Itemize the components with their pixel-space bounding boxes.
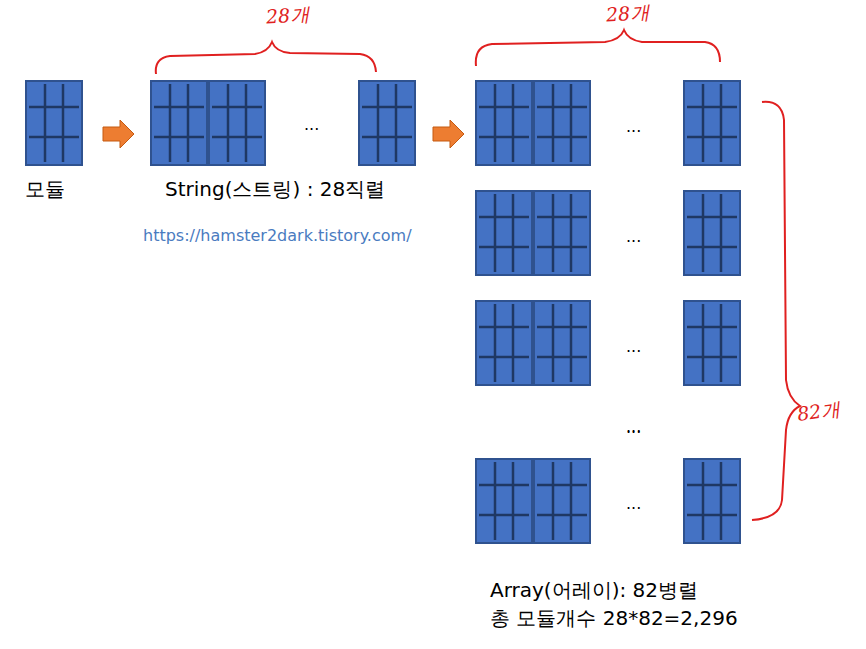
module-caption: 모듈 — [25, 177, 65, 201]
count-brace — [156, 42, 376, 74]
pv-module — [359, 81, 415, 165]
ellipsis: ... — [626, 417, 641, 436]
watermark-url: https://hamster2dark.tistory.com/ — [143, 226, 412, 245]
count-brace — [476, 30, 720, 66]
count-brace — [752, 102, 800, 520]
total-caption: 총 모듈개수 28*82=2,296 — [490, 606, 738, 630]
count-note: 28개 — [605, 1, 650, 27]
ellipsis: ... — [626, 227, 641, 246]
count-note: 82개 — [796, 397, 842, 426]
string-caption: String(스트링) : 28직렬 — [165, 177, 385, 201]
pv-module — [26, 81, 82, 165]
pv-module — [209, 81, 265, 165]
pv-module — [151, 81, 207, 165]
ellipsis: ... — [304, 115, 319, 134]
ellipsis: ... — [626, 117, 641, 136]
pv-array — [476, 81, 740, 543]
array-caption: Array(어레이): 82병렬 — [490, 578, 698, 602]
ellipsis: ... — [626, 494, 641, 513]
arrow — [433, 120, 464, 148]
count-note: 28개 — [265, 3, 310, 29]
ellipsis: ... — [626, 337, 641, 356]
arrow — [103, 120, 134, 148]
